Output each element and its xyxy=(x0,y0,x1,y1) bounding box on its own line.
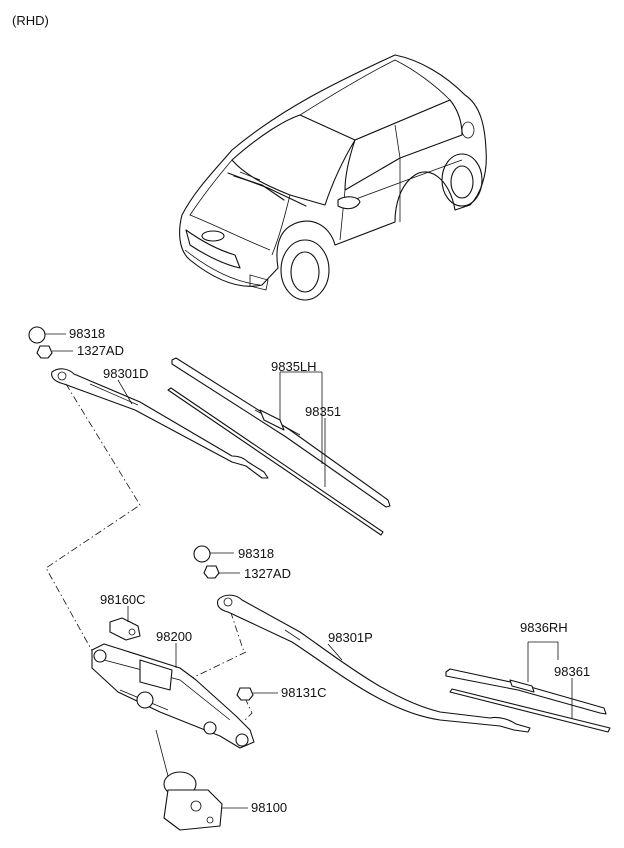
nut-mid: 1327AD xyxy=(203,565,291,581)
wiper-blade-lh: 9835LH xyxy=(171,357,391,508)
label-98318-mid: 98318 xyxy=(238,546,274,561)
guide-line-right xyxy=(187,651,247,681)
label-98200: 98200 xyxy=(156,629,192,644)
label-98361: 98361 xyxy=(554,664,590,679)
label-98301P: 98301P xyxy=(328,630,373,645)
variant-label: (RHD) xyxy=(12,13,49,28)
label-98318-top: 98318 xyxy=(69,326,105,341)
wiper-refill-rh: 98361 xyxy=(449,664,611,733)
label-98100: 98100 xyxy=(251,800,287,815)
label-9835LH: 9835LH xyxy=(271,359,317,374)
guide-line-left xyxy=(45,383,141,659)
label-98351: 98351 xyxy=(305,404,341,419)
wiper-refill-lh: 98351 xyxy=(167,387,384,536)
cap-top: 98318 xyxy=(28,326,105,344)
guide-line-bolt xyxy=(244,697,253,721)
label-98160C: 98160C xyxy=(100,592,146,607)
wiper-arm-driver: 98301D xyxy=(51,366,269,479)
label-9836RH: 9836RH xyxy=(520,620,568,635)
nut-top: 1327AD xyxy=(36,343,124,359)
label-1327AD-mid: 1327AD xyxy=(244,566,291,581)
bracket: 98160C xyxy=(100,592,146,641)
guide-line-arm xyxy=(225,597,245,653)
bolt: 98131C xyxy=(236,685,327,701)
label-98131C: 98131C xyxy=(281,685,327,700)
label-98301D: 98301D xyxy=(103,366,149,381)
wiper-arm-passenger: 98301P xyxy=(216,594,531,733)
car-illustration xyxy=(179,54,487,301)
wiper-motor: 98100 xyxy=(155,729,287,831)
label-1327AD-top: 1327AD xyxy=(77,343,124,358)
wiper-linkage: 98200 xyxy=(91,629,255,749)
wiper-blade-rh: 9836RH xyxy=(445,620,607,715)
cap-mid: 98318 xyxy=(193,545,274,563)
